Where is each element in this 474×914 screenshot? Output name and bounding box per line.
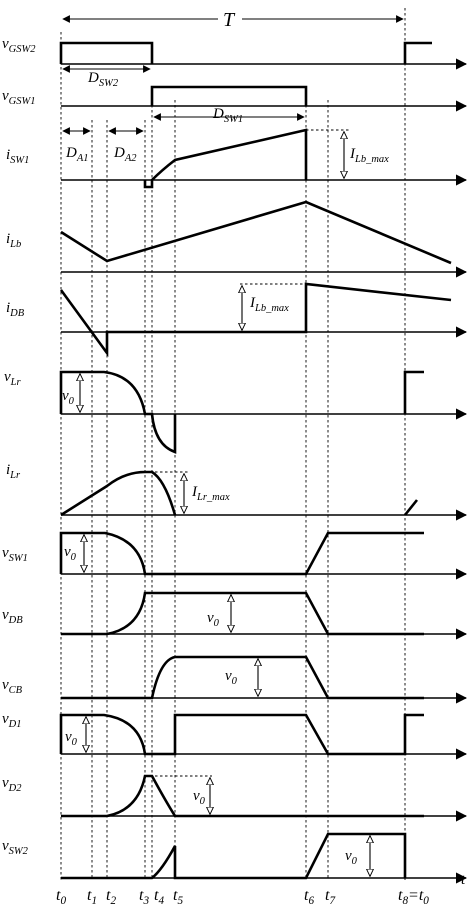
label-da2: DA2 (113, 145, 137, 164)
signal-axes (61, 58, 468, 884)
label-vd2: vD2 (2, 775, 22, 794)
label-v0-vcb: v0 (225, 668, 238, 687)
time-label-t3: t3 (139, 887, 149, 907)
label-v0-vsw1: v0 (64, 544, 77, 563)
label-vgsw2: vGSW2 (2, 36, 36, 55)
trace-vgsw1 (150, 85, 308, 106)
time-label-t0: t0 (56, 887, 66, 907)
label-ilbmax-2: ILb_max (249, 295, 289, 314)
label-v0-vd2: v0 (193, 788, 206, 807)
trace-ilr (60, 470, 419, 517)
trace-vdb (61, 591, 424, 636)
trace-vsw2 (61, 832, 407, 880)
label-dsw1: DSW1 (212, 106, 243, 125)
period-label-bg (218, 8, 242, 30)
time-label-t6: t6 (304, 887, 314, 907)
label-vcb: vCB (2, 677, 23, 696)
label-ilbmax-1: ILb_max (349, 146, 389, 165)
trace-vsw1 (59, 531, 424, 576)
label-vd1: vD1 (2, 711, 22, 730)
label-v0-vdb: v0 (207, 610, 220, 629)
trace-ilb (60, 200, 452, 265)
label-vsw2: vSW2 (2, 838, 29, 857)
trace-vcb (61, 655, 424, 700)
time-label-t5: t5 (173, 887, 183, 907)
time-label-t4: t4 (154, 887, 164, 907)
trace-vd1 (59, 713, 424, 756)
period-indicator: T (62, 8, 404, 31)
time-label-t2: t2 (106, 887, 116, 907)
time-label-t1: t1 (87, 887, 97, 907)
trace-vd2 (61, 774, 424, 818)
label-da1: DA1 (65, 145, 89, 164)
dimension-markers (62, 65, 370, 876)
label-idb: iDB (6, 300, 25, 319)
signal-labels: vGSW2 vGSW1 iSW1 iLb iDB vLr iLr vSW1 vD… (2, 36, 36, 857)
label-vdb: vDB (2, 607, 23, 626)
time-axis-label: t (461, 872, 466, 888)
label-vgsw1: vGSW1 (2, 88, 36, 107)
waveforms (59, 41, 452, 880)
label-isw1: iSW1 (6, 147, 29, 166)
trace-isw1 (143, 128, 308, 189)
time-label-t7: t7 (325, 887, 335, 907)
label-v0-vlr: v0 (62, 388, 75, 407)
annotation-labels: DSW2 DSW1 DA1 DA2 ILb_max ILb_max ILr_ma… (62, 70, 389, 867)
label-v0-vsw2: v0 (345, 848, 358, 867)
label-ilb: iLb (6, 231, 21, 250)
label-vsw1: vSW1 (2, 545, 28, 564)
trace-idb (59, 282, 452, 357)
trace-vlr (59, 370, 424, 454)
trace-vgsw2 (59, 41, 432, 64)
label-ilrmax: ILr_max (191, 484, 230, 503)
time-labels: t0 t1 t2 t3 t4 t5 t6 t7 t8=t0 t (56, 872, 466, 907)
time-label-t8-eq-t0: t8=t0 (398, 887, 429, 907)
label-dsw2: DSW2 (87, 70, 119, 89)
period-label: T (223, 9, 236, 31)
label-v0-vd1: v0 (65, 729, 78, 748)
label-vlr: vLr (4, 369, 22, 388)
label-ilr: iLr (6, 462, 21, 481)
time-marker-lines (60, 8, 406, 880)
